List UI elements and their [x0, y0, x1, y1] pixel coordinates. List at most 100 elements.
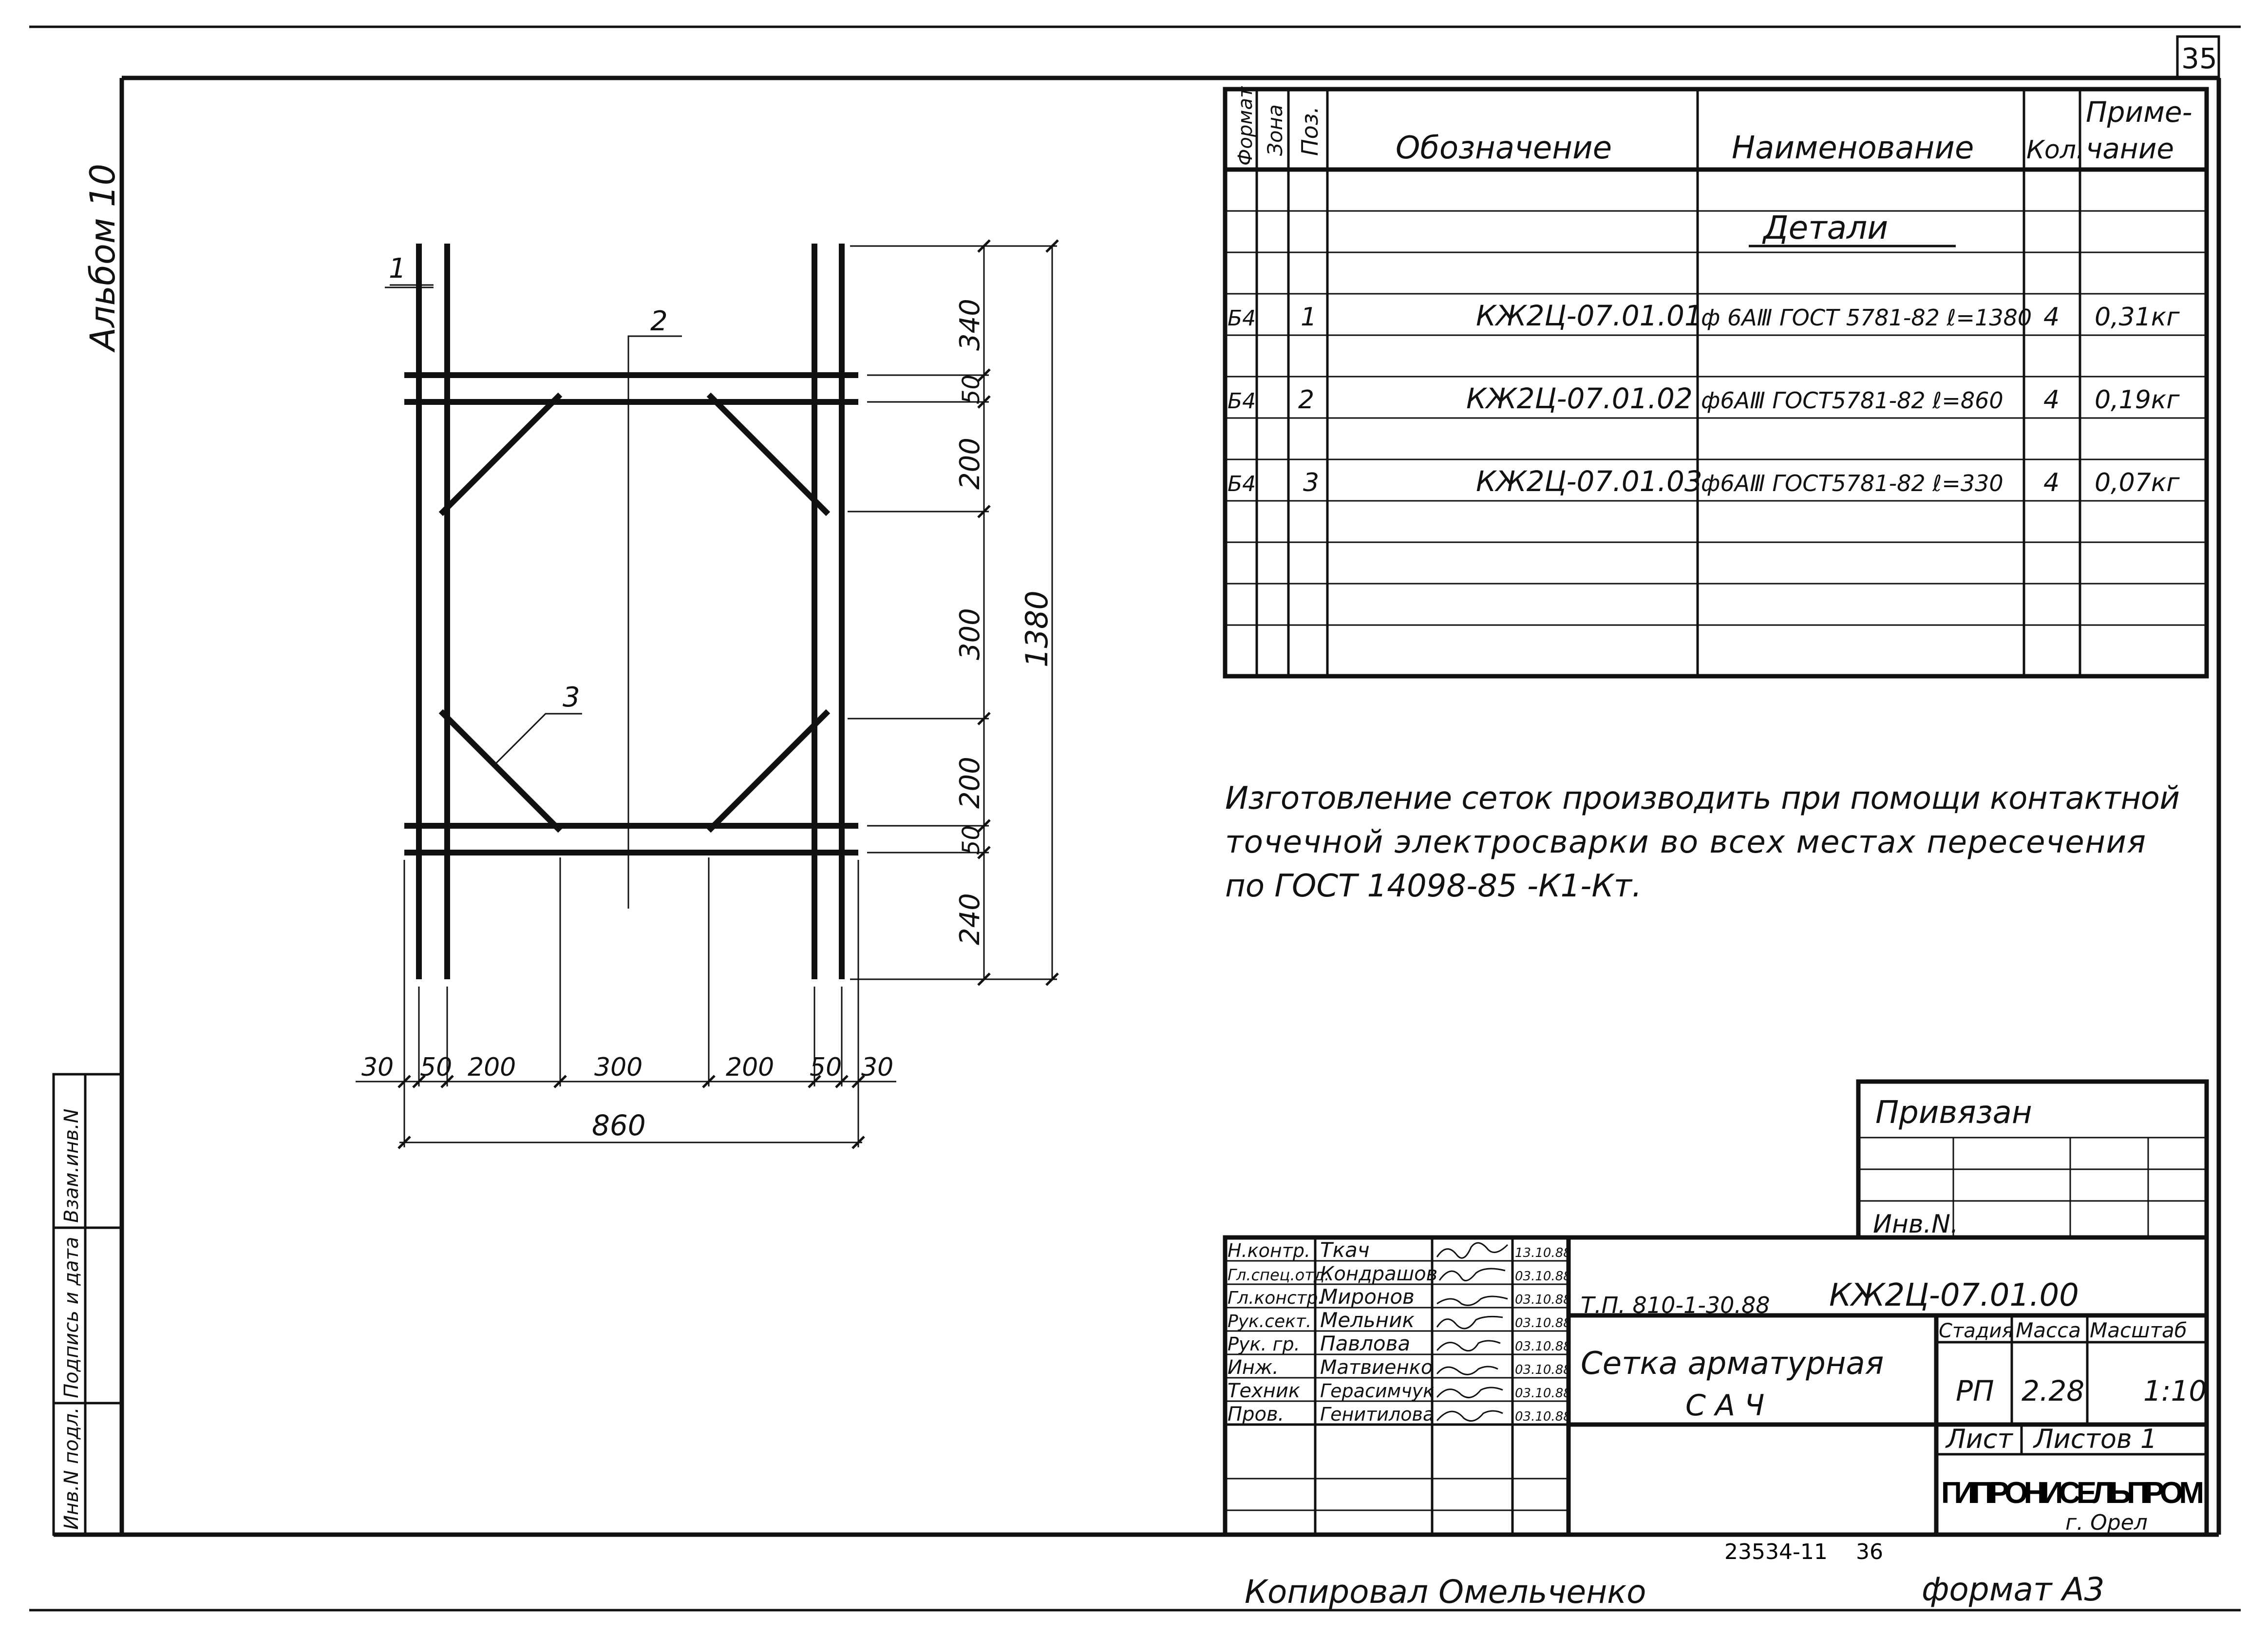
- dim-h-30-right: 30: [861, 1053, 893, 1082]
- sheet-label: Лист: [1945, 1424, 2013, 1454]
- row3-format: Б4: [1228, 472, 1256, 496]
- dim-v-50-top: 50: [958, 375, 985, 404]
- copied-by: Копировал Омельченко: [1245, 1573, 1646, 1611]
- callout-2: 2: [650, 305, 668, 337]
- sig-role-5: Рук. гр.: [1228, 1333, 1300, 1355]
- sig-role-2: Гл.спец.отд.: [1228, 1266, 1329, 1284]
- row1-designation: КЖ2Ц-07.01.01: [1476, 299, 1702, 332]
- note-line-2: точечной электросварки во всех местах пе…: [1225, 824, 2146, 860]
- row2-name: ф6АⅢ ГОСТ5781-82 ℓ=860: [1701, 387, 2003, 414]
- dim-v-50-bottom: 50: [958, 825, 985, 855]
- sig-date-5: 03.10.88: [1515, 1339, 1571, 1354]
- row1-pos: 1: [1301, 303, 1317, 332]
- org-name: ГИПРОНИСЕЛЬПРОМ: [1941, 1476, 2204, 1510]
- scale-label: Масштаб: [2090, 1318, 2187, 1342]
- dim-v-300: 300: [954, 608, 986, 660]
- signature-row: Рук.сект. Мельник 03.10.88: [1228, 1308, 1571, 1332]
- row3-pos: 3: [1303, 468, 1319, 497]
- privyazan-title: Привязан: [1875, 1095, 2032, 1131]
- drawing-title-l1: Сетка арматурная: [1581, 1346, 1884, 1382]
- table-row: Б4 1 КЖ2Ц-07.01.01 ф 6АⅢ ГОСТ 5781-82 ℓ=…: [1228, 299, 2180, 332]
- note-line-1: Изготовление сеток производить при помощ…: [1225, 780, 2180, 817]
- dim-h-50-left: 50: [420, 1053, 452, 1082]
- dim-v-240: 240: [954, 893, 986, 945]
- signature-row: Рук. гр. Павлова 03.10.88: [1228, 1331, 1571, 1355]
- row3-name: ф6АⅢ ГОСТ5781-82 ℓ=330: [1701, 470, 2003, 496]
- stamp-inv-podl: Инв.N подл.: [60, 1407, 83, 1530]
- signature-row: Инж. Матвиенко 03.10.88: [1228, 1356, 1571, 1379]
- signature-row: Гл.констр. Миронов 03.10.88: [1228, 1285, 1571, 1309]
- sig-role-4: Рук.сект.: [1228, 1312, 1311, 1331]
- dim-h-50-right: 50: [810, 1053, 842, 1082]
- dim-v-340: 340: [954, 299, 986, 351]
- signature-row: Техник Герасимчук 03.10.88: [1228, 1380, 1571, 1402]
- signature-row: Гл.спец.отд. Кондрашов 03.10.88: [1228, 1263, 1571, 1285]
- sig-name-8: Генитилова: [1320, 1404, 1434, 1425]
- sig-role-1: Н.контр.: [1228, 1240, 1310, 1261]
- drawing-code: КЖ2Ц-07.01.00: [1829, 1277, 2079, 1313]
- row3-designation: КЖ2Ц-07.01.03: [1476, 465, 1702, 498]
- th-format: Формат: [1234, 86, 1257, 166]
- sig-name-7: Герасимчук: [1320, 1380, 1434, 1402]
- sig-role-6: Инж.: [1228, 1356, 1279, 1379]
- dim-v-200-top: 200: [954, 437, 986, 490]
- sig-date-7: 03.10.88: [1515, 1386, 1571, 1401]
- sig-name-3: Миронов: [1320, 1285, 1415, 1309]
- th-zone: Зона: [1263, 104, 1287, 156]
- doc-ref-num: 36: [1856, 1540, 1883, 1564]
- page-number: 35: [2181, 42, 2217, 75]
- section-title: Детали: [1762, 209, 1888, 247]
- note-line-3: по ГОСТ 14098-85 -К1-Кт.: [1225, 868, 1642, 904]
- format-label: формат А3: [1922, 1571, 2105, 1608]
- row3-qty: 4: [2043, 468, 2060, 497]
- mesh-drawing: [385, 244, 858, 979]
- drawing-title-l2: С А Ч: [1685, 1388, 1764, 1423]
- row2-qty: 4: [2043, 385, 2060, 415]
- bar-pos3-bottom-right: [706, 709, 831, 833]
- th-qty: Кол.: [2026, 135, 2084, 165]
- row2-designation: КЖ2Ц-07.01.02: [1466, 382, 1693, 415]
- sig-date-1: 13.10.88: [1515, 1246, 1571, 1260]
- dim-h-30-left: 30: [361, 1053, 394, 1082]
- th-name: Наименование: [1732, 130, 1974, 166]
- album-label: Альбом 10: [83, 164, 123, 353]
- spec-table-grid: [1223, 87, 2209, 679]
- bar-pos3-top-left: [438, 392, 563, 516]
- row3-note: 0,07кг: [2095, 468, 2180, 497]
- dim-h-200-left: 200: [468, 1053, 516, 1082]
- mass-value: 2.28: [2022, 1374, 2084, 1407]
- bar-pos3-bottom-left: [438, 709, 563, 833]
- sig-name-6: Матвиенко: [1320, 1356, 1433, 1379]
- row1-note: 0,31кг: [2095, 303, 2180, 332]
- dim-h-860: 860: [592, 1109, 646, 1142]
- horizontal-dimensions: [356, 857, 896, 1149]
- th-designation: Обозначение: [1396, 130, 1612, 166]
- sig-name-2: Кондрашов: [1320, 1263, 1437, 1285]
- callout-1: 1: [389, 253, 406, 285]
- row2-format: Б4: [1228, 389, 1256, 414]
- sig-date-8: 03.10.88: [1515, 1409, 1571, 1424]
- sig-date-4: 03.10.88: [1515, 1316, 1571, 1331]
- bar-pos3-top-right: [706, 392, 831, 516]
- mass-label: Масса: [2016, 1318, 2081, 1342]
- th-note-l1: Приме-: [2086, 95, 2192, 129]
- project-number: Т.П. 810-1-30.88: [1581, 1292, 1770, 1318]
- signature-scribbles: [1436, 1242, 1509, 1422]
- sheet-frame: [29, 25, 2241, 1612]
- table-row: Б4 2 КЖ2Ц-07.01.02 ф6АⅢ ГОСТ5781-82 ℓ=86…: [1228, 382, 2180, 415]
- row2-pos: 2: [1298, 385, 1314, 415]
- left-stamp: [52, 1073, 123, 1536]
- stage-value: РП: [1956, 1374, 1994, 1407]
- row1-name: ф 6АⅢ ГОСТ 5781-82 ℓ=1380: [1701, 304, 2032, 331]
- stamp-podpis: Подпись и дата: [60, 1237, 83, 1398]
- dim-v-1380: 1380: [1019, 590, 1055, 667]
- sig-date-6: 03.10.88: [1515, 1363, 1571, 1377]
- dim-h-300: 300: [594, 1053, 643, 1082]
- sig-date-3: 03.10.88: [1515, 1293, 1571, 1307]
- sig-role-3: Гл.констр.: [1228, 1288, 1323, 1308]
- signature-row: Н.контр. Ткач 13.10.88: [1228, 1238, 1571, 1262]
- privyazan-inv: Инв.N.: [1873, 1210, 1959, 1239]
- sig-name-5: Павлова: [1320, 1331, 1410, 1355]
- row1-qty: 4: [2043, 303, 2060, 332]
